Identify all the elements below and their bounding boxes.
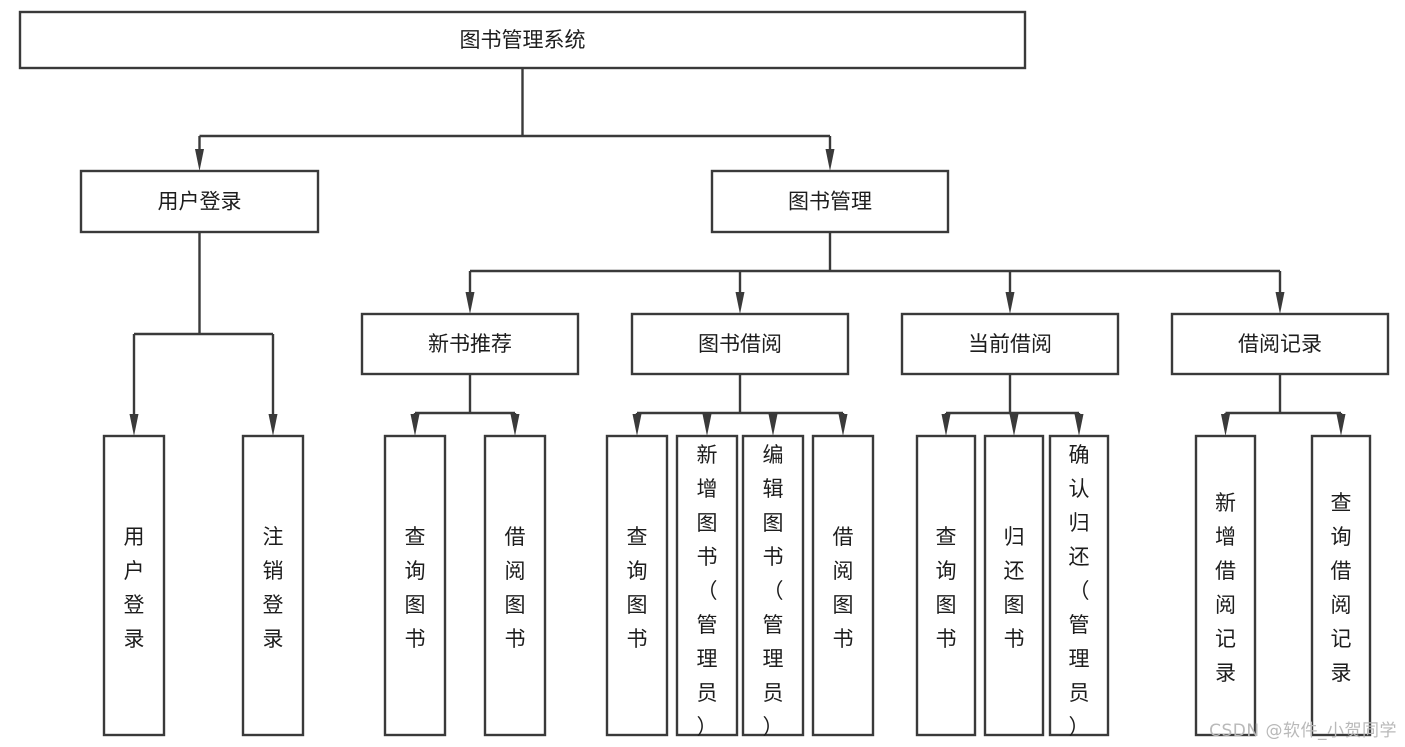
arrowhead-leaf-current-return-book bbox=[1009, 414, 1019, 436]
connectors-layer bbox=[129, 68, 1346, 436]
node-box-leaf-current-confirm-return bbox=[1048, 434, 1110, 737]
arrowhead-user-login bbox=[195, 149, 204, 171]
node-label-leaf-user-logout: 注销登录 bbox=[263, 525, 284, 651]
node-leaf-borrow-edit-book[interactable]: 编辑图书（管理员） bbox=[741, 434, 805, 739]
arrowhead-leaf-user-logout bbox=[268, 414, 278, 436]
arrowhead-leaf-current-confirm-return bbox=[1074, 414, 1084, 436]
node-box-leaf-user-login bbox=[102, 434, 166, 737]
node-label-leaf-rec-borrow-book: 借阅图书 bbox=[505, 525, 526, 651]
arrowhead-leaf-rec-borrow-book bbox=[510, 414, 520, 436]
node-box-leaf-record-query bbox=[1310, 434, 1372, 737]
node-box-borrow-record bbox=[1170, 312, 1390, 376]
node-book-manage[interactable]: 图书管理 bbox=[710, 169, 950, 234]
node-leaf-borrow-query-book[interactable]: 查询图书 bbox=[605, 434, 669, 737]
arrowhead-current-borrow bbox=[1005, 292, 1015, 314]
node-label-leaf-user-login: 用户登录 bbox=[124, 525, 145, 651]
nodes-layer: 图书管理系统用户登录图书管理新书推荐图书借阅当前借阅借阅记录用户登录注销登录查询… bbox=[18, 10, 1390, 739]
arrowhead-leaf-record-add bbox=[1221, 414, 1230, 436]
node-label-leaf-rec-query-book: 查询图书 bbox=[405, 525, 426, 651]
node-current-borrow[interactable]: 当前借阅 bbox=[900, 312, 1120, 376]
node-leaf-current-query-book[interactable]: 查询图书 bbox=[915, 434, 977, 737]
node-leaf-record-query[interactable]: 查询借阅记录 bbox=[1310, 434, 1372, 737]
node-leaf-borrow-add-book[interactable]: 新增图书（管理员） bbox=[675, 434, 739, 739]
node-leaf-record-add[interactable]: 新增借阅记录 bbox=[1194, 434, 1257, 737]
node-label-book-manage: 图书管理 bbox=[788, 190, 872, 214]
node-label-book-borrow: 图书借阅 bbox=[698, 332, 782, 356]
node-box-leaf-borrow-query-book bbox=[605, 434, 669, 737]
node-box-new-book-rec bbox=[360, 312, 580, 376]
arrowhead-leaf-borrow-edit-book bbox=[768, 414, 778, 436]
arrowhead-leaf-record-query bbox=[1336, 414, 1346, 436]
node-box-leaf-borrow-add-book bbox=[675, 434, 739, 737]
arrowhead-leaf-user-login bbox=[129, 414, 139, 436]
arrowhead-borrow-record bbox=[1275, 292, 1285, 314]
node-leaf-borrow-borrow-book[interactable]: 借阅图书 bbox=[811, 434, 875, 737]
node-label-leaf-borrow-add-book: 新增图书（管理员） bbox=[697, 443, 718, 739]
watermark-label: CSDN @软件_小贺同学 bbox=[1209, 721, 1397, 741]
node-leaf-rec-query-book[interactable]: 查询图书 bbox=[383, 434, 447, 737]
node-label-new-book-rec: 新书推荐 bbox=[428, 332, 512, 356]
node-label-leaf-current-return-book: 归还图书 bbox=[1004, 525, 1025, 651]
node-label-leaf-borrow-query-book: 查询图书 bbox=[627, 525, 648, 651]
node-box-leaf-borrow-borrow-book bbox=[811, 434, 875, 737]
node-label-leaf-current-confirm-return: 确认归还（管理员） bbox=[1069, 443, 1090, 739]
node-leaf-current-confirm-return[interactable]: 确认归还（管理员） bbox=[1048, 434, 1110, 739]
node-box-root bbox=[18, 10, 1027, 70]
node-box-book-borrow bbox=[630, 312, 850, 376]
arrowhead-book-borrow bbox=[735, 292, 745, 314]
node-book-borrow[interactable]: 图书借阅 bbox=[630, 312, 850, 376]
arrowhead-leaf-current-query-book bbox=[941, 414, 951, 436]
node-label-leaf-borrow-edit-book: 编辑图书（管理员） bbox=[763, 443, 784, 739]
arrowhead-book-manage bbox=[825, 149, 835, 171]
node-root[interactable]: 图书管理系统 bbox=[18, 10, 1027, 70]
arrowhead-leaf-borrow-query-book bbox=[632, 414, 642, 436]
node-label-borrow-record: 借阅记录 bbox=[1238, 332, 1322, 356]
node-leaf-current-return-book[interactable]: 归还图书 bbox=[983, 434, 1045, 737]
node-box-leaf-rec-borrow-book bbox=[483, 434, 547, 737]
node-label-leaf-record-query: 查询借阅记录 bbox=[1331, 491, 1352, 685]
node-box-book-manage bbox=[710, 169, 950, 234]
node-box-current-borrow bbox=[900, 312, 1120, 376]
node-label-leaf-borrow-borrow-book: 借阅图书 bbox=[833, 525, 854, 651]
arrowhead-new-book-rec bbox=[465, 292, 475, 314]
node-leaf-user-login[interactable]: 用户登录 bbox=[102, 434, 166, 737]
node-box-leaf-user-logout bbox=[241, 434, 305, 737]
node-box-leaf-current-return-book bbox=[983, 434, 1045, 737]
node-label-root: 图书管理系统 bbox=[460, 28, 586, 52]
arrowhead-leaf-borrow-borrow-book bbox=[838, 414, 848, 436]
node-user-login[interactable]: 用户登录 bbox=[79, 169, 320, 234]
node-leaf-rec-borrow-book[interactable]: 借阅图书 bbox=[483, 434, 547, 737]
arrowhead-leaf-borrow-add-book bbox=[702, 414, 712, 436]
arrowhead-leaf-rec-query-book bbox=[410, 414, 420, 436]
node-label-leaf-current-query-book: 查询图书 bbox=[936, 525, 957, 651]
node-label-user-login: 用户登录 bbox=[158, 190, 242, 214]
node-box-leaf-rec-query-book bbox=[383, 434, 447, 737]
node-leaf-user-logout[interactable]: 注销登录 bbox=[241, 434, 305, 737]
node-new-book-rec[interactable]: 新书推荐 bbox=[360, 312, 580, 376]
node-box-leaf-borrow-edit-book bbox=[741, 434, 805, 737]
node-label-leaf-record-add: 新增借阅记录 bbox=[1215, 491, 1236, 685]
node-label-current-borrow: 当前借阅 bbox=[968, 332, 1052, 356]
node-box-leaf-current-query-book bbox=[915, 434, 977, 737]
node-box-leaf-record-add bbox=[1194, 434, 1257, 737]
node-box-user-login bbox=[79, 169, 320, 234]
node-borrow-record[interactable]: 借阅记录 bbox=[1170, 312, 1390, 376]
